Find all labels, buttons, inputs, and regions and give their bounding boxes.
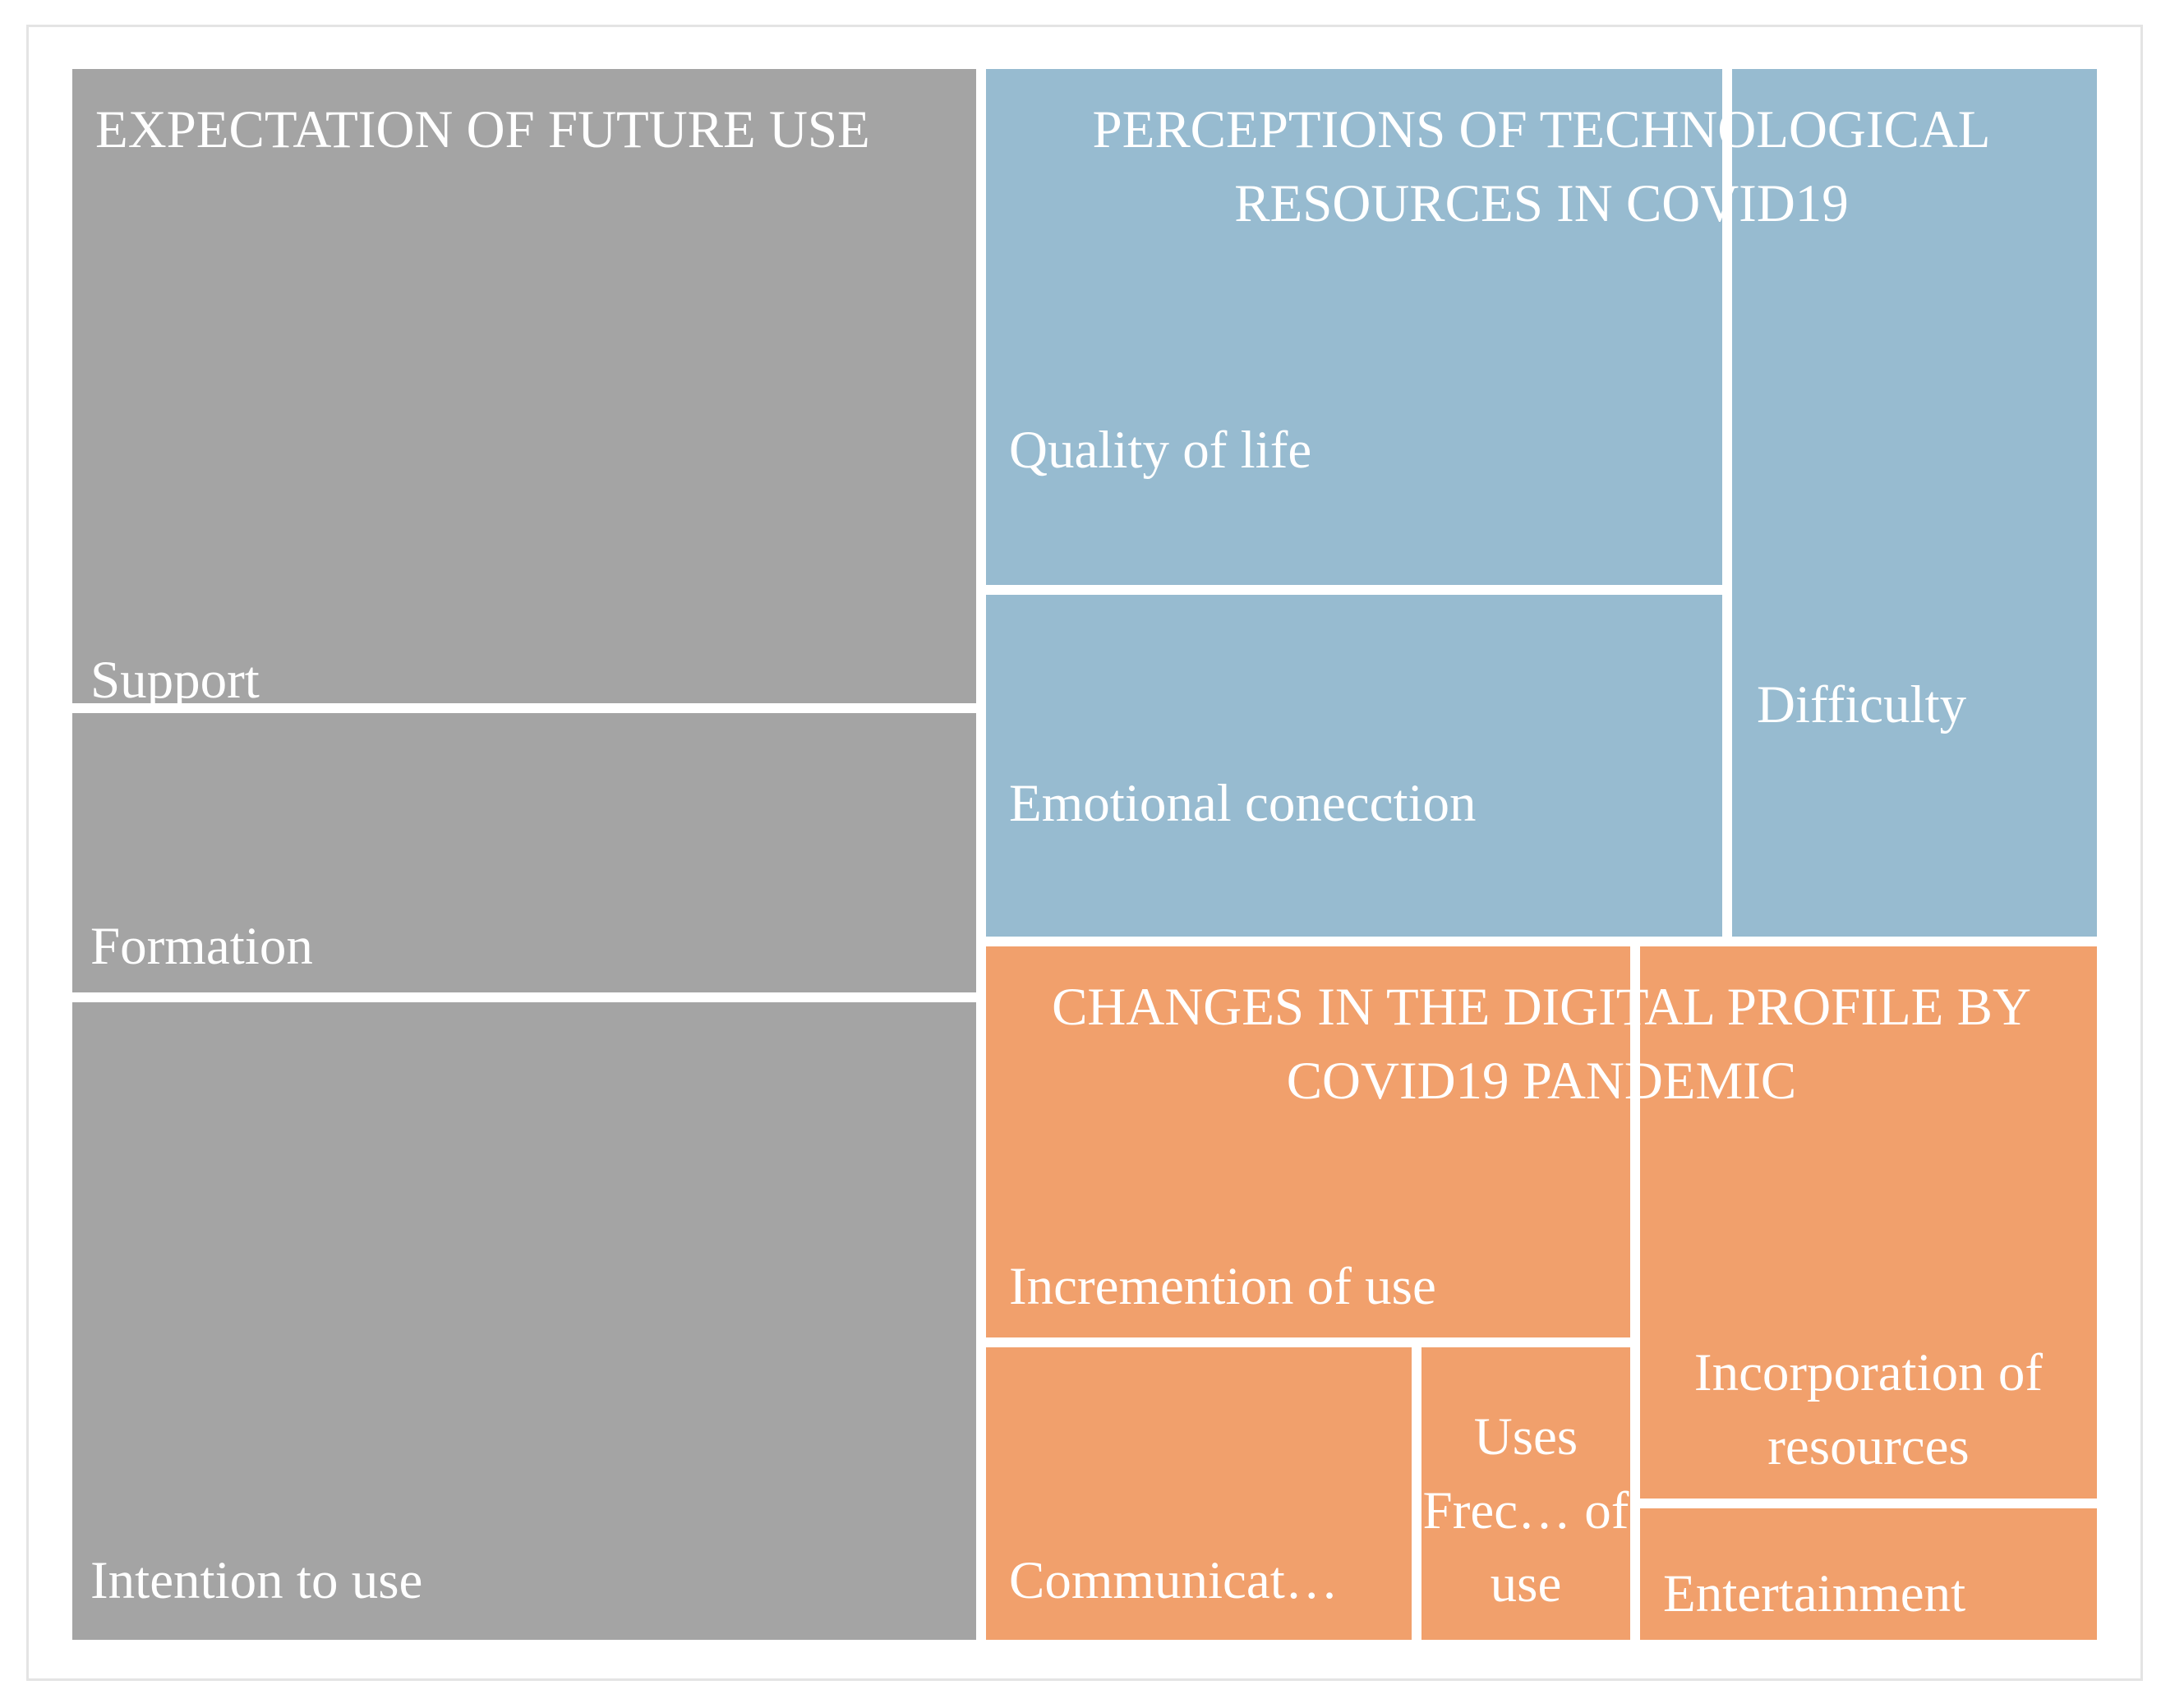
- tile-label: Emotional conecction: [1009, 774, 1477, 833]
- tile-label: Intention to use: [90, 1551, 423, 1610]
- tile-label: Difficulty: [1757, 675, 1967, 734]
- treemap-tile-expectation-2: Formation: [72, 713, 976, 992]
- tile-label: Incorporation of resources: [1693, 1343, 2044, 1476]
- tile-label: Communicat…: [1009, 1551, 1339, 1610]
- group-title-expectation: EXPECTATION OF FUTURE USE: [95, 100, 870, 159]
- treemap-tile-changes-3: Uses Frec… of use: [1421, 1347, 1630, 1640]
- tile-label: Quality of life: [1009, 421, 1312, 480]
- treemap-tile-perceptions-2: Emotional conecction: [986, 595, 1722, 937]
- tile-label: Uses Frec… of use: [1422, 1407, 1629, 1614]
- treemap-tile-changes-4: Incorporation of resources: [1640, 946, 2097, 1499]
- treemap-tile-expectation-3: Intention to use: [72, 1002, 976, 1640]
- treemap-tile-perceptions-1: Quality of life: [986, 69, 1722, 585]
- treemap-tile-changes-5: Entertainment: [1640, 1508, 2097, 1640]
- tile-label: Support: [90, 651, 260, 710]
- tile-label: Formation: [90, 917, 313, 976]
- group-title-perceptions: PERCEPTIONS OF TECHNOLOGICAL RESOURCES I…: [1092, 100, 1991, 233]
- treemap-tile-changes-2: Communicat…: [986, 1347, 1412, 1640]
- group-title-changes: CHANGES IN THE DIGITAL PROFILE BY COVID1…: [1052, 978, 2031, 1111]
- treemap-tile-expectation-1: Support: [72, 69, 976, 710]
- tile-label: Entertainment: [1663, 1564, 1966, 1623]
- treemap-tile-perceptions-3: Difficulty: [1732, 69, 2097, 937]
- treemap-tile-changes-1: Incremention of use: [986, 946, 1630, 1337]
- tile-label: Incremention of use: [1009, 1257, 1436, 1316]
